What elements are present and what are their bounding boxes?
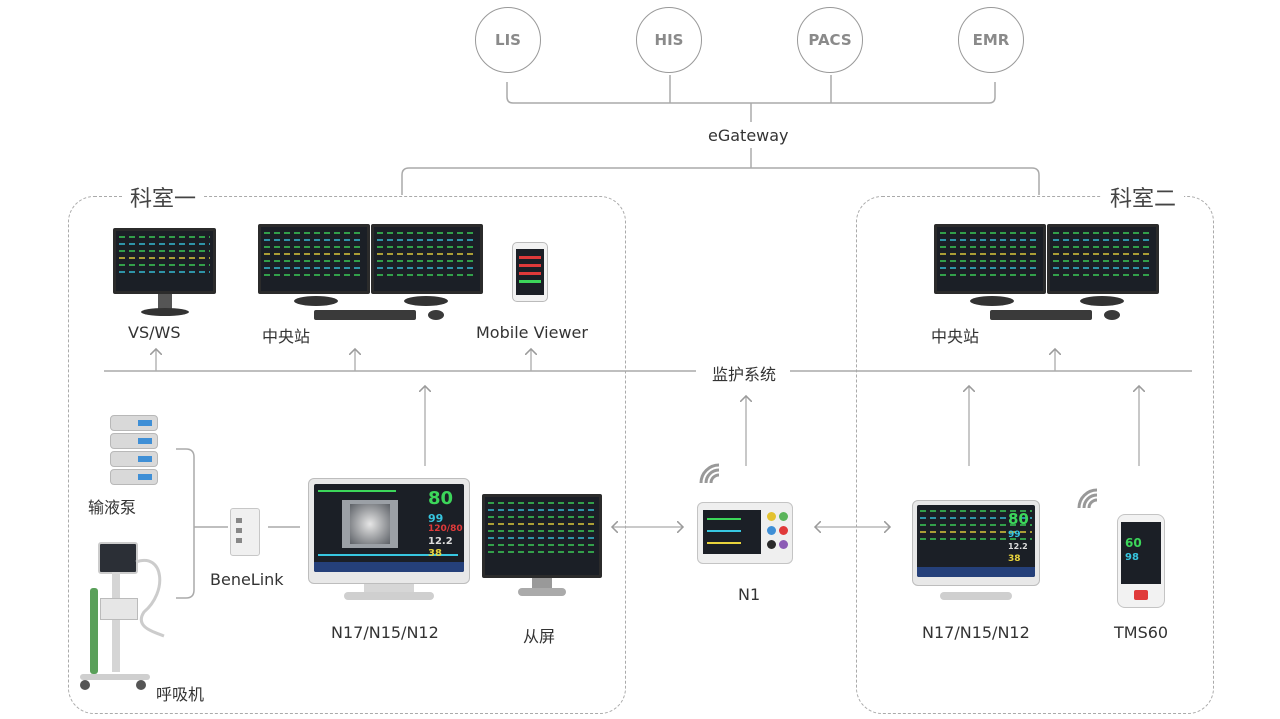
wifi-icon	[699, 463, 720, 484]
tms60-device: 60 98	[1117, 514, 1165, 608]
wifi-icon	[1077, 488, 1098, 509]
temp-value: 38	[428, 548, 442, 559]
department-two-title: 科室二	[1102, 181, 1185, 213]
his-node: HIS	[636, 7, 702, 73]
slave-screen-label: 从屏	[523, 627, 556, 646]
etco2-value: 12.2	[428, 536, 453, 547]
vsws-monitor	[113, 228, 216, 318]
spo2-value: 99	[428, 512, 444, 525]
benelink-label: BeneLink	[210, 570, 284, 589]
tms-hr-value: 60	[1125, 536, 1142, 550]
emr-node: EMR	[958, 7, 1024, 73]
gateway-label: eGateway	[708, 126, 789, 145]
hr-value-right: 80	[1008, 510, 1029, 528]
tms60-label: TMS60	[1114, 623, 1169, 642]
mobile-viewer-phone	[512, 242, 548, 302]
mobile-viewer-label: Mobile Viewer	[476, 323, 588, 342]
bedside-monitor-left: 80 99 120/80 12.2 38	[308, 478, 470, 600]
bedside-monitor-left-label: N17/N15/N12	[331, 623, 439, 642]
department-one-zone	[68, 196, 626, 714]
central-station-left-label: 中央站	[262, 327, 311, 346]
n1-transport-monitor	[697, 502, 793, 564]
ventilator	[80, 528, 170, 696]
lis-node: LIS	[475, 7, 541, 73]
bedside-monitor-right: 80 99 12.2 38	[912, 500, 1040, 600]
tms-spo2-value: 98	[1125, 552, 1139, 563]
temp-value-right: 38	[1008, 554, 1021, 564]
vsws-label: VS/WS	[128, 323, 181, 342]
central-station-right	[934, 224, 1162, 324]
department-two-zone	[856, 196, 1214, 714]
etco2-value-right: 12.2	[1008, 542, 1028, 551]
n1-label: N1	[738, 585, 761, 604]
infusion-pump-label: 输液泵	[88, 498, 137, 517]
hr-value: 80	[428, 488, 454, 509]
department-one-title: 科室一	[122, 181, 205, 213]
infusion-pump-stack	[108, 415, 162, 489]
central-station-left	[258, 224, 486, 324]
network-label: 监护系统	[712, 365, 777, 384]
gateway-bracket	[401, 167, 1040, 195]
pacs-node: PACS	[797, 7, 863, 73]
systems-bracket	[506, 82, 996, 104]
nibp-value: 120/80	[428, 524, 463, 534]
ventilator-label: 呼吸机	[156, 685, 205, 704]
central-station-right-label: 中央站	[931, 327, 980, 346]
benelink-hub	[230, 508, 260, 556]
spo2-value-right: 99	[1008, 530, 1021, 540]
slave-screen	[482, 494, 602, 600]
bedside-monitor-right-label: N17/N15/N12	[922, 623, 1030, 642]
